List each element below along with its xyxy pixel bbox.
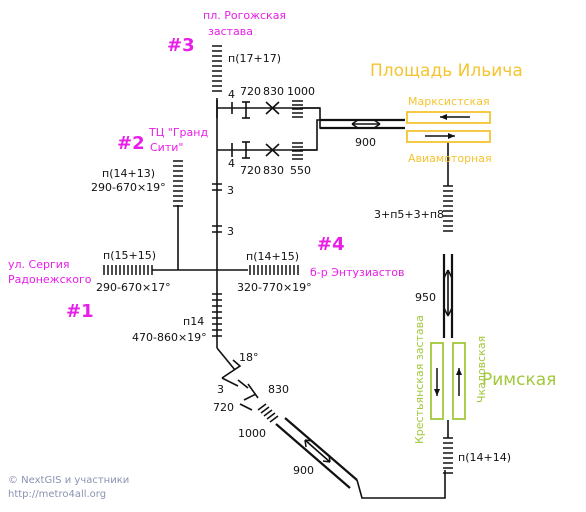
- center-escalator: 470-860×19°: [132, 331, 207, 344]
- step-3a: 3: [227, 184, 234, 197]
- station-chkalov: Чкаловская: [475, 336, 488, 403]
- diag-900: 900: [293, 464, 314, 477]
- credit-line-1: © NextGIS и участники: [8, 475, 130, 486]
- horizontal-lobby-line: [152, 205, 248, 271]
- diag-angle: 18°: [239, 351, 259, 364]
- exit2-stairs-label: п(14+13): [102, 167, 155, 180]
- exit4-escalator: 320-770×19°: [237, 281, 312, 294]
- station-aviamotornaya: Авиамоторная: [408, 152, 492, 165]
- diag-720: 720: [213, 401, 234, 414]
- gate-bottom-720: 720: [240, 164, 261, 177]
- center-stairs-label: п14: [183, 315, 204, 328]
- gates-top: [216, 98, 340, 129]
- credit: © NextGIS и участники http://metro4all.o…: [8, 474, 129, 502]
- exit3-name: пл. Рогожская: [203, 9, 286, 22]
- exit3-name-2: застава: [208, 25, 253, 38]
- step-marks: [212, 183, 222, 337]
- exit2-escalator: 290-670×19°: [91, 181, 166, 194]
- exit1-stairs-label: п(15+15): [103, 249, 156, 262]
- gates-bottom: [217, 119, 340, 160]
- passage-900: [320, 118, 405, 130]
- rimskaya-platforms: [430, 342, 466, 420]
- exit3-stairs: [212, 45, 222, 92]
- exit2-stairs: [173, 160, 183, 207]
- diag-1000: 1000: [238, 427, 266, 440]
- gate-top-720: 720: [240, 85, 261, 98]
- exit1-name: ул. Сергия: [8, 258, 70, 271]
- gate-top-830: 830: [263, 85, 284, 98]
- exit4-stairs: [249, 265, 299, 275]
- station-marksistskaya: Марксистская: [408, 95, 490, 108]
- exit2-name-2: Сити": [150, 141, 183, 154]
- exit1-name-2: Радонежского: [8, 273, 92, 286]
- diag-830: 830: [268, 383, 289, 396]
- station-rimskaya: Римская: [482, 370, 556, 390]
- passage-950-label: 950: [415, 291, 436, 304]
- diag-step-3: 3: [217, 383, 224, 396]
- diagonal-passage: [221, 359, 446, 499]
- step-3b: 3: [227, 225, 234, 238]
- gate-bottom-830: 830: [263, 164, 284, 177]
- exit4-name: б-р Энтузиастов: [310, 266, 404, 279]
- ilyicha-platforms: [406, 111, 491, 143]
- station-krest: Крестьянская застава: [413, 315, 426, 444]
- passage-900-label: 900: [355, 136, 376, 149]
- right-passage: [442, 142, 454, 474]
- exit4-number: #4: [317, 234, 345, 255]
- exit1-stairs: [103, 265, 153, 275]
- exit4-stairs-label: п(14+15): [246, 250, 299, 263]
- exit2-number: #2: [117, 133, 145, 154]
- exit2-name: ТЦ "Гранд: [148, 126, 208, 139]
- credit-link[interactable]: http://metro4all.org: [8, 489, 107, 500]
- gate-top-1000: 1000: [287, 85, 315, 98]
- passage-mix-label: 3+п5+3+п8: [374, 208, 444, 221]
- exit1-escalator: 290-670×17°: [96, 281, 171, 294]
- station-ilyicha: Площадь Ильича: [370, 61, 523, 81]
- step-4-top: 4: [228, 88, 235, 101]
- exit3-number: #3: [167, 35, 195, 56]
- step-4-bottom: 4: [228, 157, 235, 170]
- exit3-stairs-label: п(17+17): [228, 52, 281, 65]
- gate-bottom-550: 550: [290, 164, 311, 177]
- rim-stairs-label: п(14+14): [458, 451, 511, 464]
- exit1-number: #1: [66, 301, 94, 322]
